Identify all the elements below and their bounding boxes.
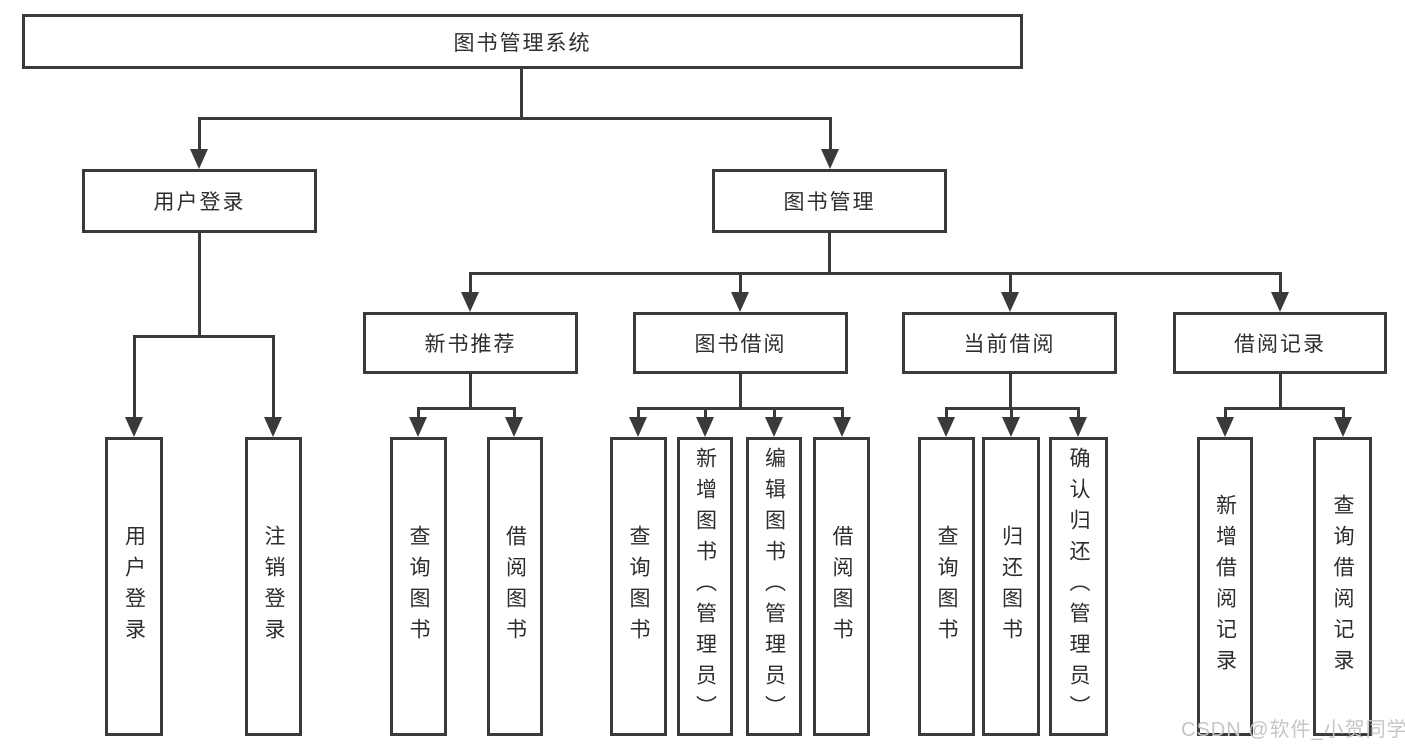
arrow-head-icon xyxy=(937,417,955,437)
arrow-head-icon xyxy=(1069,417,1087,437)
leaf-br-add-record: 新增借阅记录 xyxy=(1197,437,1253,736)
leaf-br-query-record: 查询借阅记录 xyxy=(1313,437,1372,736)
arrow-shaft xyxy=(829,117,832,151)
arrow-shaft xyxy=(945,407,948,419)
arrow-shaft xyxy=(1010,407,1013,419)
arrow-head-icon xyxy=(1216,417,1234,437)
arrow-head-icon xyxy=(125,417,143,437)
arrow-head-icon xyxy=(833,417,851,437)
arrow-head-icon xyxy=(821,149,839,169)
arrow-shaft xyxy=(272,335,275,419)
leaf-nb-borrow-book: 借阅图书 xyxy=(487,437,543,736)
arrow-head-icon xyxy=(409,417,427,437)
node-root-system: 图书管理系统 xyxy=(22,14,1023,69)
connector-line xyxy=(637,407,842,410)
connector-line xyxy=(198,233,201,335)
node-book-borrow: 图书借阅 xyxy=(633,312,848,374)
arrow-shaft xyxy=(704,407,707,419)
arrow-shaft xyxy=(198,117,201,151)
arrow-head-icon xyxy=(629,417,647,437)
arrow-shaft xyxy=(773,407,776,419)
connector-line xyxy=(469,374,472,407)
arrow-shaft xyxy=(637,407,640,419)
arrow-head-icon xyxy=(696,417,714,437)
arrow-head-icon xyxy=(461,292,479,312)
arrow-shaft xyxy=(469,272,472,294)
arrow-shaft xyxy=(1342,407,1345,419)
node-user-login: 用户登录 xyxy=(82,169,317,233)
connector-line xyxy=(1279,374,1282,407)
node-book-management: 图书管理 xyxy=(712,169,947,233)
arrow-head-icon xyxy=(190,149,208,169)
arrow-shaft xyxy=(417,407,420,419)
arrow-shaft xyxy=(133,335,136,419)
arrow-shaft xyxy=(1279,272,1282,294)
arrow-head-icon xyxy=(731,292,749,312)
arrow-head-icon xyxy=(1334,417,1352,437)
connector-line xyxy=(520,69,523,117)
leaf-nb-query-book: 查询图书 xyxy=(390,437,447,736)
leaf-bb-query-book: 查询图书 xyxy=(610,437,667,736)
leaf-cb-query-book: 查询图书 xyxy=(918,437,975,736)
arrow-head-icon xyxy=(505,417,523,437)
arrow-shaft xyxy=(1077,407,1080,419)
node-current-borrow: 当前借阅 xyxy=(902,312,1117,374)
arrow-shaft xyxy=(841,407,844,419)
leaf-logout: 注销登录 xyxy=(245,437,302,736)
connector-line xyxy=(133,335,274,338)
node-borrow-record: 借阅记录 xyxy=(1173,312,1387,374)
leaf-bb-borrow-book: 借阅图书 xyxy=(813,437,870,736)
arrow-head-icon xyxy=(1001,292,1019,312)
connector-line xyxy=(739,374,742,407)
leaf-cb-return-book: 归还图书 xyxy=(982,437,1040,736)
arrow-shaft xyxy=(739,272,742,294)
arrow-head-icon xyxy=(264,417,282,437)
leaf-bb-edit-book-admin: 编辑图书（管理员） xyxy=(746,437,802,736)
connector-line xyxy=(1009,374,1012,407)
arrow-shaft xyxy=(1224,407,1227,419)
arrow-head-icon xyxy=(1002,417,1020,437)
leaf-bb-add-book-admin: 新增图书（管理员） xyxy=(677,437,733,736)
connector-line xyxy=(469,272,1281,275)
node-new-book-recommend: 新书推荐 xyxy=(363,312,578,374)
watermark: CSDN @软件_小贺同学 xyxy=(1181,719,1405,741)
connector-line xyxy=(198,117,831,120)
leaf-user-login: 用户登录 xyxy=(105,437,163,736)
connector-line xyxy=(1224,407,1344,410)
leaf-cb-confirm-return-admin: 确认归还（管理员） xyxy=(1049,437,1108,736)
arrow-head-icon xyxy=(765,417,783,437)
arrow-head-icon xyxy=(1271,292,1289,312)
arrow-shaft xyxy=(513,407,516,419)
connector-line xyxy=(828,233,831,272)
arrow-shaft xyxy=(1009,272,1012,294)
connector-line xyxy=(417,407,516,410)
